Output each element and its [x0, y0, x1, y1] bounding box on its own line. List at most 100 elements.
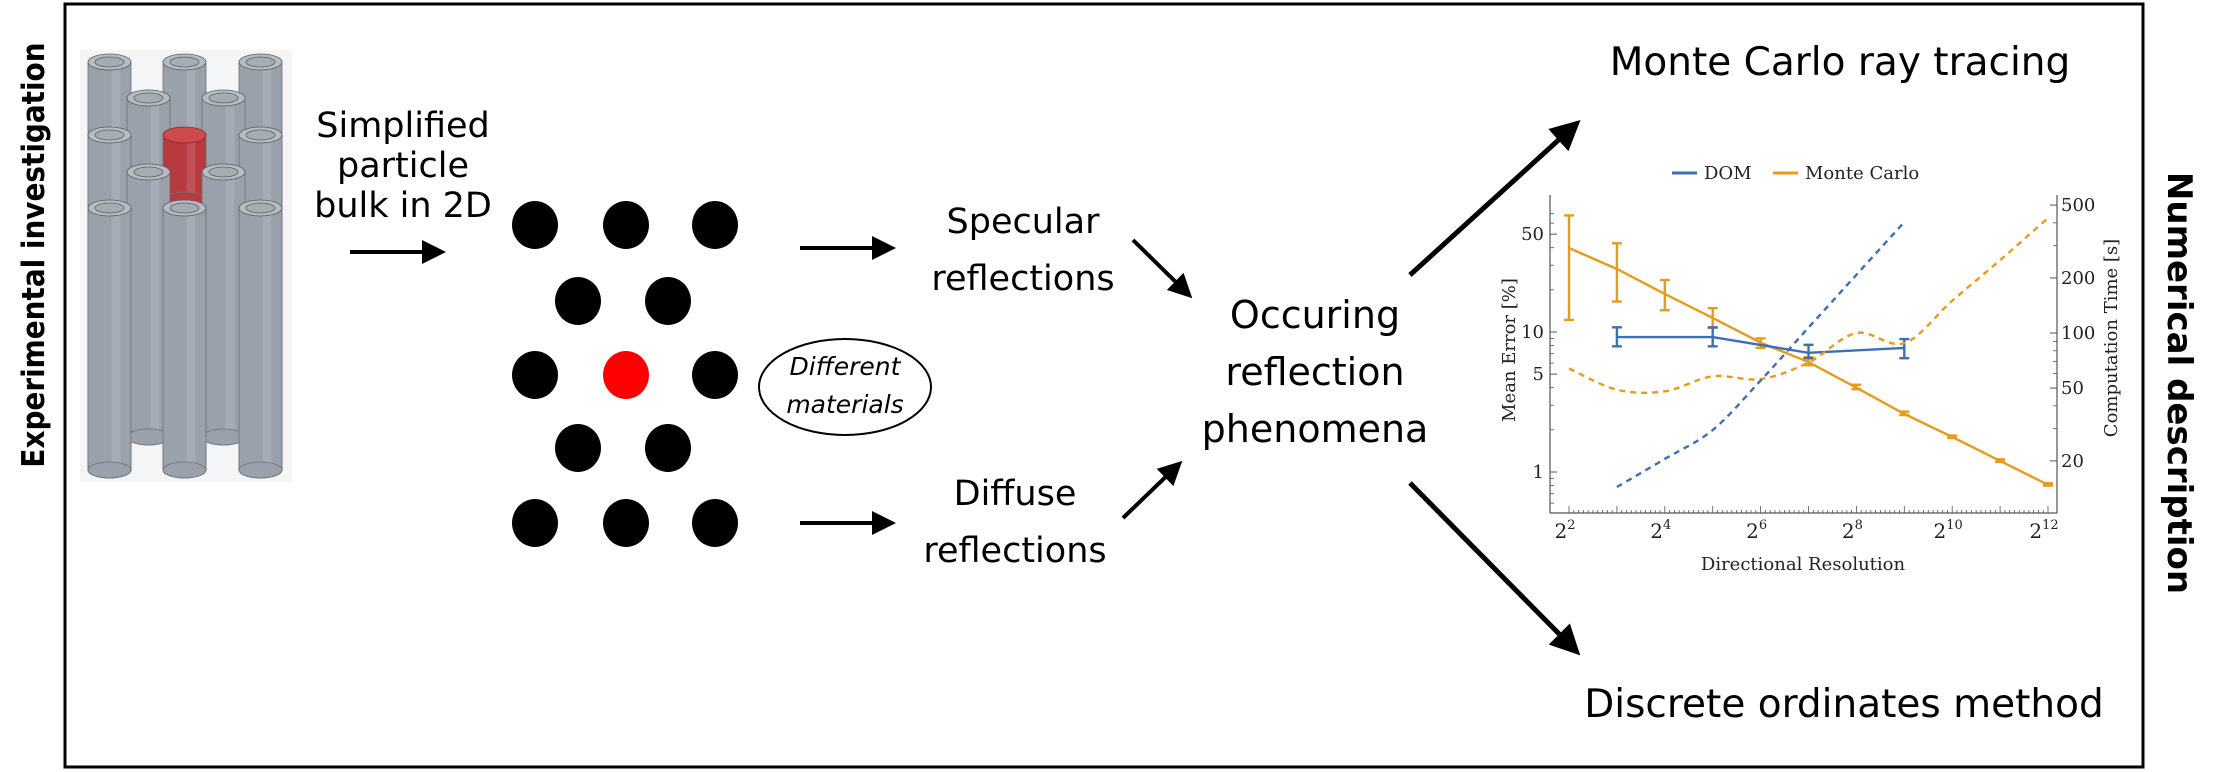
y-left-tick-label: 1 — [1533, 462, 1544, 483]
cylinder-bottom — [87, 461, 132, 479]
monte-carlo-error-error-bar — [1995, 458, 2006, 464]
simplified-bulk-label: Simplified particle bulk in 2D — [314, 106, 492, 226]
main-frame — [63, 2, 2145, 769]
x-tick-label: 212 — [2029, 518, 2058, 543]
phenomena-line-3: phenomena — [1202, 407, 1429, 451]
monte-carlo-error-error-bar — [1755, 337, 1766, 350]
y-right-tick-label: 20 — [2061, 451, 2084, 472]
particle — [692, 201, 738, 249]
cylinder-top-hole — [169, 202, 200, 214]
cylinder-body — [201, 171, 246, 438]
diffuse-line-2: reflections — [923, 531, 1106, 571]
cylinder-top-hole — [208, 166, 239, 178]
cylinder-sheen — [225, 172, 235, 437]
monte-carlo-error-error-bar — [1947, 434, 1958, 440]
experimental-investigation-label: Experimental investigation — [16, 42, 52, 467]
particle — [645, 424, 691, 472]
x-tick-label: 24 — [1650, 518, 1671, 543]
cylinder-sheen — [262, 208, 272, 470]
diffuse-reflections-label: Diffuse reflections — [923, 474, 1106, 571]
y-right-tick-label: 200 — [2061, 268, 2095, 289]
y-right-axis-label: Computation Time [s] — [2101, 239, 2122, 437]
cylinder-bottom — [238, 461, 283, 479]
monte-carlo-time-line — [1568, 217, 2049, 395]
y-right-tick-label: 100 — [2061, 323, 2095, 344]
simplified-line-2: particle — [337, 146, 469, 186]
chart-legend: DOM Monte Carlo — [1672, 163, 1919, 184]
chart-series — [1564, 214, 2053, 489]
materials-line-1: Different — [790, 352, 902, 381]
cylinder-top-hole — [94, 129, 125, 141]
cylinder-top-hole — [245, 129, 276, 141]
highlighted-particle — [603, 351, 649, 399]
dom-error-error-bar — [1803, 343, 1814, 360]
particle — [555, 277, 601, 325]
particle — [692, 499, 738, 547]
cylinder-bundle-illustration — [80, 50, 292, 482]
particle-grid — [512, 201, 738, 547]
different-materials-note: Different materials — [758, 338, 932, 436]
cylinder-top-hole — [245, 202, 276, 214]
phenomena-line-2: reflection — [1225, 350, 1404, 394]
cylinder — [201, 163, 246, 446]
monte-carlo-error-line — [1568, 246, 2049, 486]
cylinder-sheen — [150, 172, 160, 437]
legend-dom-label: DOM — [1704, 163, 1752, 184]
cylinder-top-hole — [169, 56, 200, 68]
cylinder-bottom — [162, 461, 207, 479]
dom-error-line — [1616, 335, 1905, 355]
diffuse-line-1: Diffuse — [954, 474, 1077, 514]
monte-carlo-error-error-bar — [1899, 410, 1910, 417]
x-tick-label: 28 — [1842, 518, 1863, 543]
monte-carlo-title: Monte Carlo ray tracing — [1610, 40, 2071, 85]
cylinder-top-hole — [94, 202, 125, 214]
x-tick-label: 210 — [1934, 518, 1963, 543]
y-right-tick-label: 50 — [2061, 378, 2084, 399]
dom-title: Discrete ordinates method — [1584, 682, 2104, 727]
y-left-tick-label: 50 — [1521, 224, 1544, 245]
x-tick-label: 26 — [1746, 518, 1767, 543]
cylinder-top-hole — [133, 92, 164, 104]
monte-carlo-error-error-bar — [1564, 214, 1574, 322]
cylinder-top-hole — [133, 166, 164, 178]
y-left-axis-label: Mean Error [%] — [1499, 278, 1520, 422]
x-tick-label: 22 — [1554, 518, 1575, 543]
arrow-specular-to-phenomena — [1131, 238, 1193, 299]
cylinder-top — [162, 126, 207, 144]
particle — [692, 351, 738, 399]
cylinder-body — [162, 207, 207, 471]
particle — [512, 201, 558, 249]
cylinder-bottom — [201, 428, 246, 446]
dom-error-error-bar — [1707, 326, 1718, 348]
dom-time-line — [1616, 221, 1906, 489]
x-axis-label: Directional Resolution — [1701, 554, 1906, 575]
cylinder-body — [238, 207, 283, 471]
cylinder-top-hole — [245, 56, 276, 68]
monte-carlo-error-error-bar — [2043, 482, 2053, 487]
simplified-line-3: bulk in 2D — [314, 186, 492, 226]
particle — [645, 277, 691, 325]
phenomena-line-1: Occuring — [1230, 293, 1400, 337]
cylinder-sheen — [111, 208, 121, 470]
monte-carlo-error-error-bar — [1707, 306, 1718, 330]
cylinder-body — [87, 207, 132, 471]
particle — [603, 499, 649, 547]
dom-error-error-bar — [1611, 326, 1622, 348]
legend-monte-carlo-label: Monte Carlo — [1805, 163, 1919, 184]
numerical-description-label: Numerical description — [2159, 172, 2199, 594]
specular-line-1: Specular — [947, 202, 1101, 242]
cylinder — [87, 199, 132, 479]
materials-ellipse — [758, 338, 932, 436]
cylinder — [238, 199, 283, 479]
particle — [555, 424, 601, 472]
simplified-line-1: Simplified — [316, 106, 490, 146]
y-left-tick-label: 5 — [1533, 364, 1544, 385]
monte-carlo-error-error-bar — [1659, 278, 1670, 312]
cylinder-sheen — [186, 135, 196, 200]
occuring-phenomena-label: Occuring reflection phenomena — [1202, 293, 1429, 451]
monte-carlo-error-error-bar — [1611, 242, 1622, 303]
cylinder-sheen — [186, 208, 196, 470]
